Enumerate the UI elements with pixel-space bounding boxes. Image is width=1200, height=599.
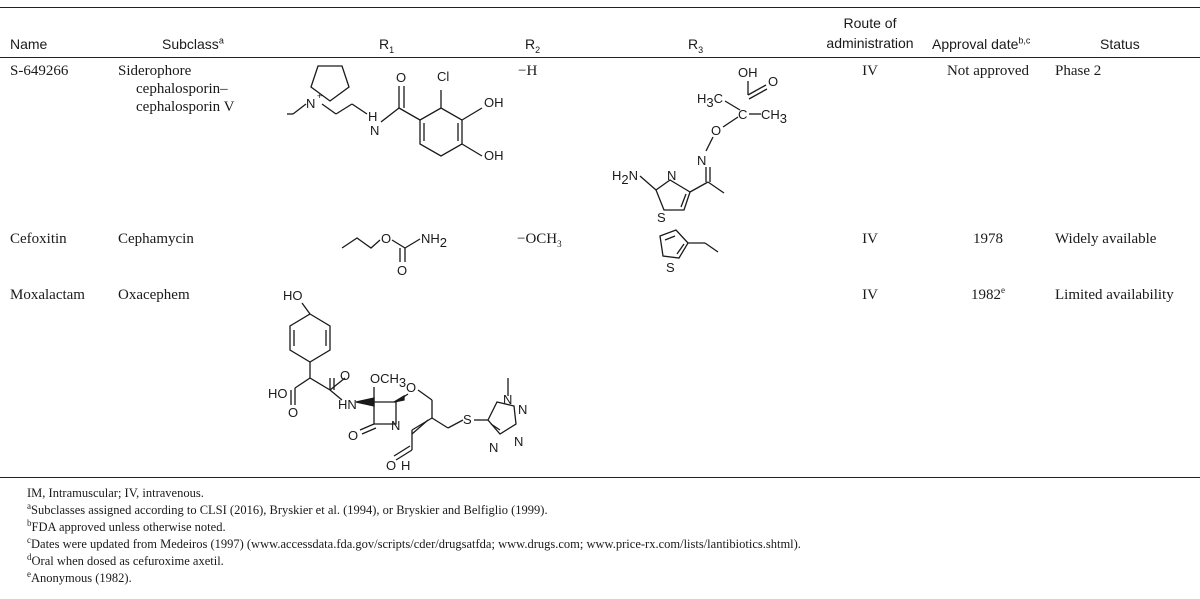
svg-text:H2N: H2N [612,168,638,187]
s649266-r1-structure: N + H N O Cl OH OH [287,65,504,163]
header-status: Status [1100,36,1140,52]
svg-text:S: S [666,260,675,275]
svg-text:N: N [306,96,315,111]
svg-text:O: O [288,405,298,420]
header-r2: R2 [525,36,541,55]
header-r3: R3 [688,36,704,55]
row-approval: 1982e [971,285,1005,304]
svg-text:HO: HO [268,386,288,401]
svg-text:O: O [381,231,391,246]
svg-text:N: N [667,168,676,183]
row-subclass: Siderophore cephalosporin– cephalosporin… [118,63,235,115]
svg-text:N: N [503,392,512,407]
svg-text:H: H [401,458,410,473]
row-status: Widely available [1055,231,1157,247]
footnote-e: eAnonymous (1982). [27,568,132,585]
row-route: IV [862,287,878,303]
header-rule [0,57,1200,58]
svg-text:+: + [317,91,322,101]
svg-text:OH: OH [484,148,504,163]
row-name: S-649266 [10,63,69,79]
cefoxitin-r1-structure: O O NH2 [341,231,447,278]
row-r2: −OCH3 [517,231,562,249]
svg-text:O: O [386,458,396,473]
row-approval: Not approved [946,63,1030,79]
s649266-r3-structure: OH O H3C C CH3 O N N S H2N [612,65,787,225]
bottom-rule [0,477,1200,478]
header-subclass: Subclassa [162,35,224,52]
row-subclass: Oxacephem [118,287,190,303]
footnote-b: bFDA approved unless otherwise noted. [27,517,226,534]
header-name: Name [10,36,48,52]
svg-text:O: O [768,74,778,89]
svg-text:OH: OH [484,95,504,110]
row-route: IV [862,231,878,247]
row-name: Moxalactam [10,287,85,303]
svg-text:CH3: CH3 [761,107,787,126]
svg-text:H3C: H3C [697,91,723,110]
footnote-d: dOral when dosed as cefuroxime axetil. [27,551,224,568]
row-name: Cefoxitin [10,231,67,247]
svg-text:S: S [463,412,472,427]
svg-text:N: N [391,418,400,433]
svg-text:O: O [406,380,416,395]
svg-text:N: N [518,402,527,417]
moxalactam-structure: HO O HO O HN OCH3 O N [268,288,527,473]
svg-text:O: O [348,428,358,443]
header-r1: R1 [379,36,395,55]
svg-text:O: O [396,70,406,85]
row-route: IV [862,63,878,79]
header-approval: Approval dateb,c [932,35,1031,52]
svg-text:HO: HO [283,288,303,303]
footnote-a: aSubclasses assigned according to CLSI (… [27,500,548,517]
footnote-c: cDates were updated from Medeiros (1997)… [27,534,801,551]
top-rule [0,7,1200,8]
row-approval: 1978 [973,231,1003,247]
svg-text:C: C [738,107,747,122]
svg-text:HN: HN [338,397,357,412]
svg-text:OCH3: OCH3 [370,371,406,390]
row-status: Limited availability [1055,287,1174,303]
svg-text:N: N [514,434,523,449]
svg-text:OH: OH [738,65,758,80]
svg-text:O: O [340,368,350,383]
svg-text:N: N [489,440,498,455]
svg-text:O: O [397,263,407,278]
svg-text:NH2: NH2 [421,231,447,250]
header-route: Route of administration [826,15,914,51]
row-r2: −H [518,63,538,79]
footnote-abbrev: IM, Intramuscular; IV, intravenous. [27,486,204,500]
svg-text:O: O [711,123,721,138]
svg-text:N: N [370,123,379,138]
row-subclass: Cephamycin [118,231,194,247]
svg-text:S: S [657,210,666,225]
svg-text:Cl: Cl [437,69,449,84]
cefoxitin-r3-structure: S [659,229,719,275]
row-status: Phase 2 [1055,63,1102,79]
svg-text:N: N [697,153,706,168]
svg-text:H: H [368,109,377,124]
